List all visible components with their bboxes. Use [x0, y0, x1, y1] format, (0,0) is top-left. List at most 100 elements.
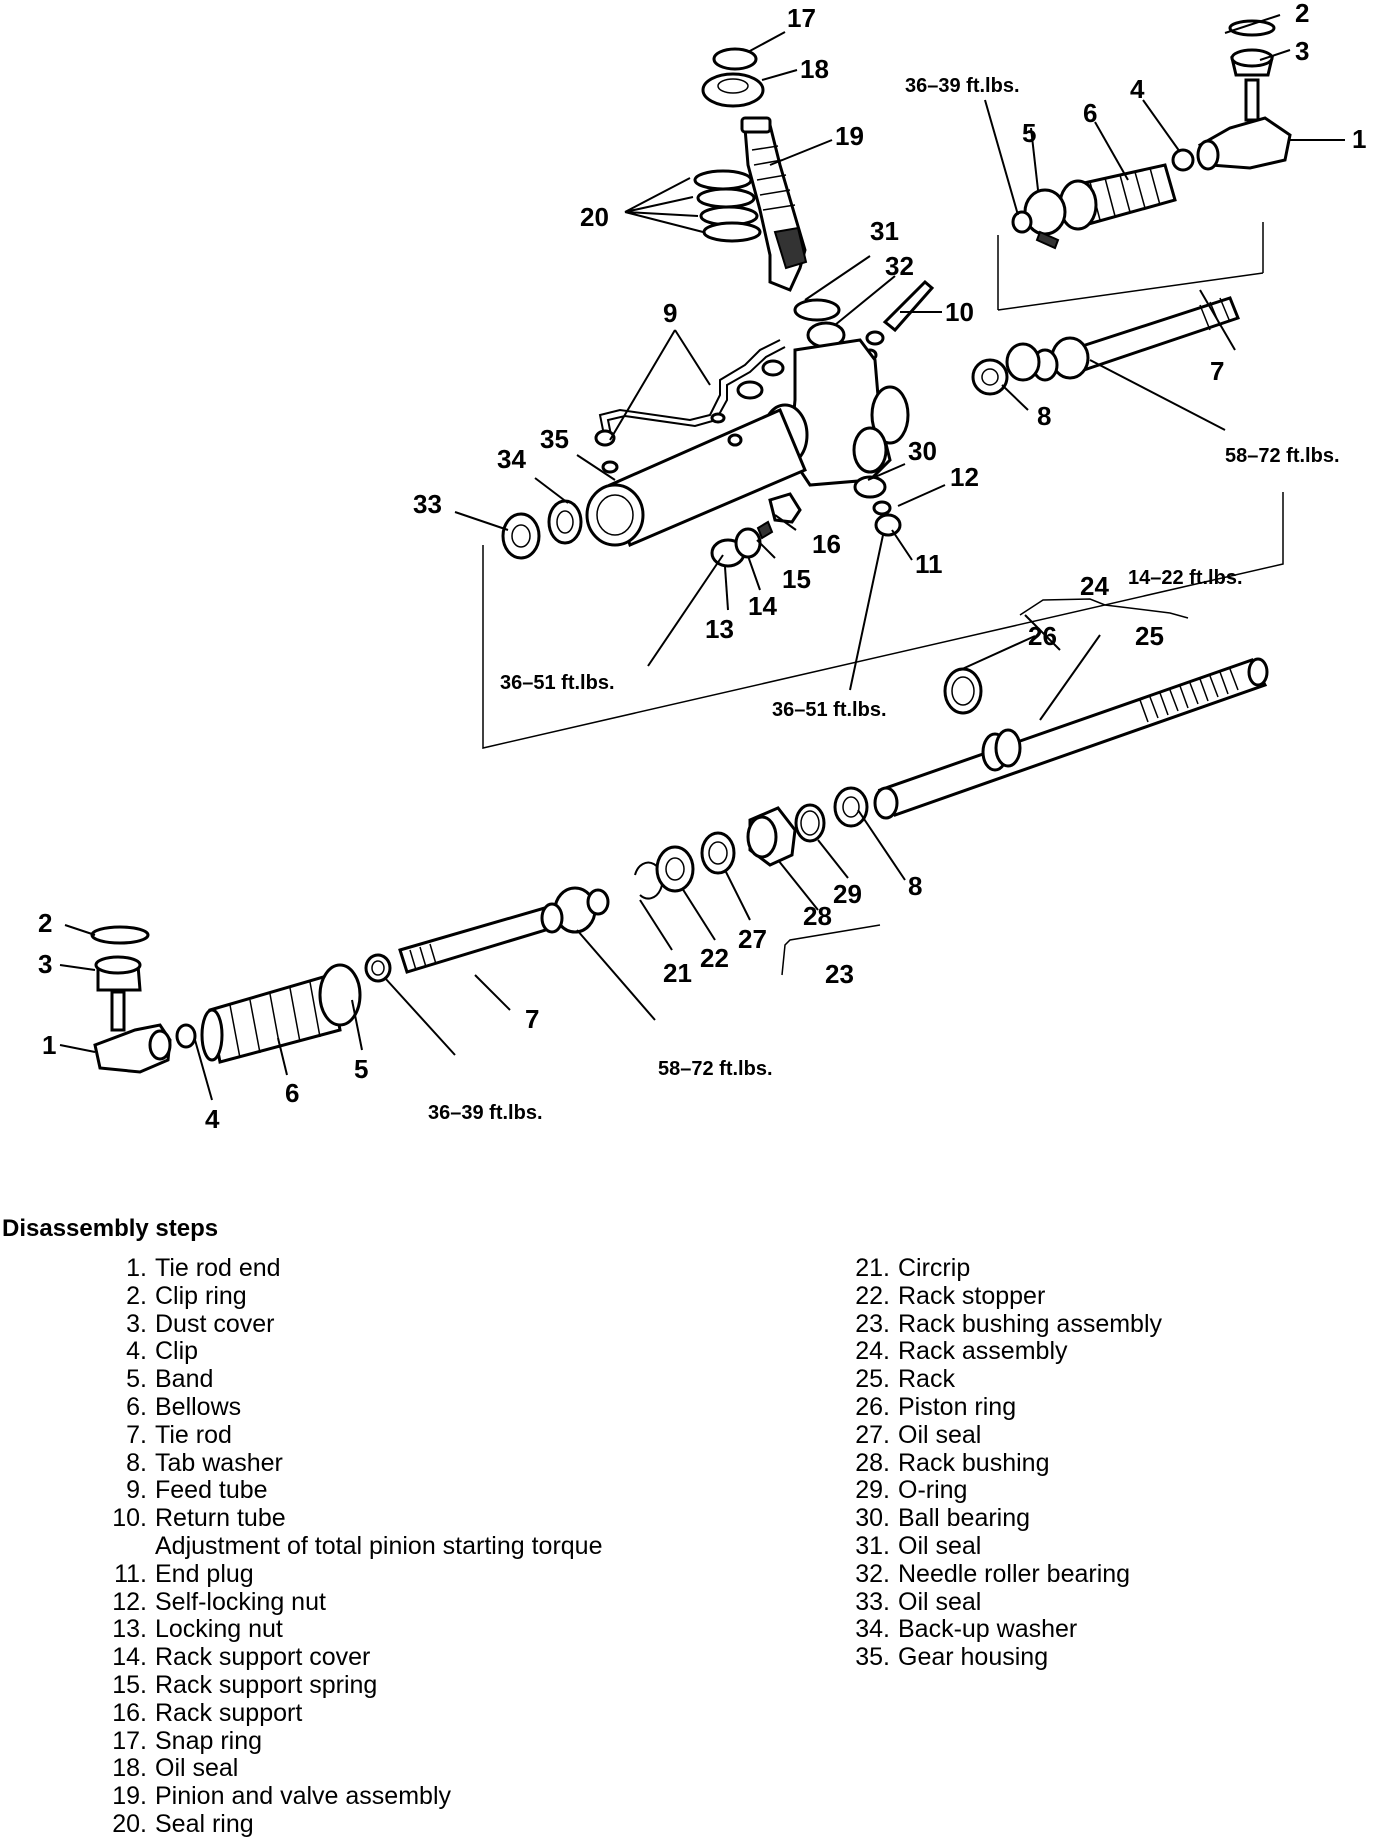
step-item: 6.Bellows [126, 1392, 242, 1421]
gear-housing-group [585, 338, 910, 548]
step-item: 28.Rack bushing [855, 1448, 1050, 1477]
step-item: 22.Rack stopper [855, 1281, 1046, 1310]
step-item: 12.Self-locking nut [112, 1587, 326, 1616]
step-item: 23.Rack bushing assembly [855, 1309, 1163, 1338]
callout-30: 30 [908, 436, 937, 466]
callout-35: 35 [540, 424, 569, 454]
callout-17: 17 [787, 3, 816, 33]
step-item: 3.Dust cover [126, 1309, 275, 1338]
torque-label: 36–39 ft.lbs. [428, 1102, 543, 1124]
step-item: 9.Feed tube [126, 1476, 268, 1505]
cylinder-end-parts [501, 499, 583, 560]
step-item: 20.Seal ring [112, 1809, 254, 1838]
callout-34: 34 [497, 444, 526, 474]
callout-22: 22 [700, 943, 729, 973]
callout-12: 12 [950, 462, 979, 492]
callout-3: 3 [1295, 36, 1309, 66]
step-item: 27.Oil seal [855, 1420, 982, 1449]
step-item: 2.Clip ring [126, 1281, 247, 1310]
callout-13: 13 [705, 614, 734, 644]
callout-labels: 17 18 19 20 31 32 10 9 35 34 33 30 12 16… [38, 0, 1366, 1134]
torque-labels: 36–39 ft.lbs. 58–72 ft.lbs. 14–22 ft.lbs… [428, 75, 1340, 1124]
callout-5b: 5 [354, 1054, 368, 1084]
callout-27: 27 [738, 924, 767, 954]
steering-gear-exploded-diagram: 17 18 19 20 31 32 10 9 35 34 33 30 12 16… [38, 0, 1366, 1134]
callout-21: 21 [663, 958, 692, 988]
left-tie-rod-end-parts [90, 925, 362, 1074]
step-item: 14.Rack support cover [112, 1643, 371, 1672]
step-item: 31.Oil seal [855, 1531, 982, 1560]
callout-25: 25 [1135, 621, 1164, 651]
step-item: 30.Ball bearing [855, 1504, 1031, 1533]
callout-1: 1 [1352, 124, 1366, 154]
callout-7b: 7 [525, 1004, 539, 1034]
pinion-stack-parts [693, 47, 935, 362]
callout-8b: 8 [908, 871, 922, 901]
callout-16: 16 [812, 529, 841, 559]
step-item: 35.Gear housing [855, 1643, 1049, 1672]
callout-20: 20 [580, 202, 609, 232]
callout-11: 11 [915, 549, 943, 579]
torque-label: 36–51 ft.lbs. [500, 672, 615, 694]
callout-7: 7 [1210, 356, 1224, 386]
leader-lines [59, 14, 1345, 1101]
callout-8: 8 [1037, 401, 1051, 431]
step-item: 4.Clip [126, 1337, 199, 1366]
right-tie-rod-end-parts [997, 19, 1292, 311]
step-item: 7.Tie rod [126, 1420, 232, 1449]
step-item: 33.Oil seal [855, 1587, 982, 1616]
step-item: 15.Rack support spring [112, 1670, 378, 1699]
steps-list-right: 21.Circrip 22.Rack stopper 23.Rack bushi… [820, 1254, 1340, 1672]
step-item: 10.Return tube [112, 1504, 286, 1533]
callout-14: 14 [748, 591, 777, 621]
step-item: 5.Band [126, 1365, 214, 1394]
step-item: 25.Rack [855, 1365, 955, 1394]
step-item: 24.Rack assembly [855, 1337, 1068, 1366]
callout-15: 15 [782, 564, 811, 594]
callout-6b: 6 [285, 1078, 299, 1108]
step-item: 1.Tie rod end [126, 1254, 281, 1282]
callout-5: 5 [1022, 118, 1036, 148]
step-item: 11.End plug [114, 1559, 254, 1588]
callout-9: 9 [663, 298, 677, 328]
callout-31: 31 [870, 216, 899, 246]
callout-29: 29 [833, 879, 862, 909]
step-note: Adjustment of total pinion starting torq… [155, 1531, 603, 1560]
torque-label: 36–51 ft.lbs. [772, 699, 887, 721]
torque-label: 36–39 ft.lbs. [905, 75, 1020, 97]
step-item: 21.Circrip [855, 1254, 971, 1282]
rack-assembly-parts [873, 657, 1269, 820]
callout-3b: 3 [38, 949, 52, 979]
disassembly-steps-heading: Disassembly steps [2, 1215, 219, 1242]
step-item: 8.Tab washer [126, 1448, 283, 1477]
callout-24: 24 [1080, 571, 1109, 601]
step-item: 29.O-ring [855, 1476, 968, 1505]
callout-2b: 2 [38, 908, 52, 938]
step-item: 13.Locking nut [112, 1615, 283, 1644]
callout-28: 28 [803, 901, 832, 931]
callout-23: 23 [825, 959, 854, 989]
step-item: 34.Back-up washer [855, 1615, 1078, 1644]
bracket-lines [482, 492, 1284, 976]
callout-1b: 1 [42, 1030, 56, 1060]
step-item: 18.Oil seal [112, 1754, 239, 1783]
callout-26: 26 [1028, 621, 1057, 651]
step-item: 19.Pinion and valve assembly [112, 1782, 451, 1811]
torque-label: 58–72 ft.lbs. [658, 1058, 773, 1080]
step-item: 32.Needle roller bearing [855, 1559, 1131, 1588]
right-tie-rod-parts [971, 296, 1240, 396]
callout-4b: 4 [205, 1104, 220, 1134]
left-tie-rod-parts [364, 886, 610, 983]
callout-32: 32 [885, 251, 914, 281]
callout-33: 33 [413, 489, 442, 519]
steps-list-left: 1.Tie rod end 2.Clip ring 3.Dust cover 4… [80, 1254, 700, 1839]
callout-19: 19 [835, 121, 864, 151]
step-item: 17.Snap ring [112, 1726, 263, 1755]
rack-bushing-parts [634, 786, 869, 900]
step-item: 26.Piston ring [855, 1392, 1017, 1421]
callout-10: 10 [945, 297, 974, 327]
torque-label: 14–22 ft.lbs. [1128, 567, 1243, 589]
callout-4: 4 [1130, 74, 1145, 104]
callout-2: 2 [1295, 0, 1309, 28]
torque-label: 58–72 ft.lbs. [1225, 445, 1340, 467]
